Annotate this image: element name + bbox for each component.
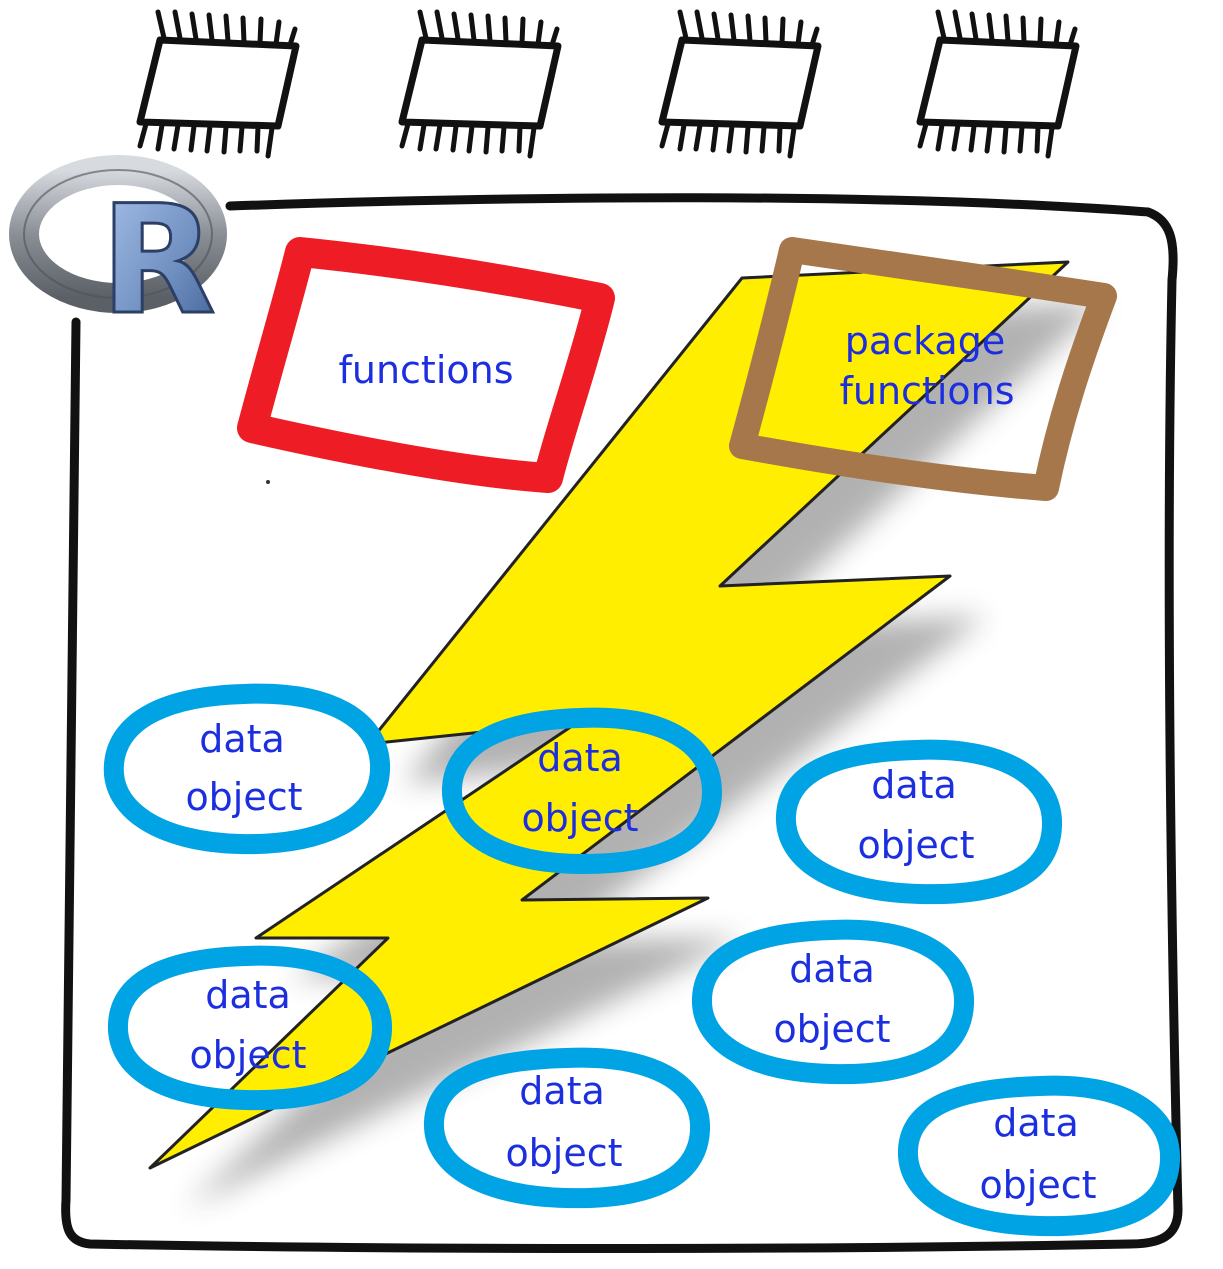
package-functions-box: package functions bbox=[729, 237, 1117, 501]
data-objects: data object data object data object data… bbox=[103, 683, 1180, 1237]
memory-chip-icon bbox=[916, 9, 1080, 159]
data-object-label: object bbox=[979, 1163, 1096, 1207]
r-logo: R bbox=[9, 155, 227, 350]
functions-label: functions bbox=[338, 348, 513, 392]
data-object-label: object bbox=[189, 1033, 306, 1077]
data-object-label: data bbox=[199, 717, 285, 761]
r-logo-letter: R bbox=[100, 174, 216, 348]
data-object: data object bbox=[898, 1075, 1180, 1237]
data-object-label: data bbox=[789, 947, 875, 991]
memory-chip-icon bbox=[658, 9, 822, 159]
data-object: data object bbox=[776, 739, 1062, 905]
data-object: data object bbox=[103, 683, 391, 855]
data-object-label: data bbox=[993, 1101, 1079, 1145]
data-object: data object bbox=[108, 945, 392, 1111]
data-object-label: data bbox=[537, 736, 623, 780]
data-object: data object bbox=[424, 1047, 710, 1209]
data-object-label: object bbox=[185, 775, 302, 819]
memory-chip-icon bbox=[398, 9, 562, 159]
package-functions-label-line2: functions bbox=[839, 369, 1014, 413]
workspace-frame bbox=[61, 193, 1183, 1253]
data-object-label: data bbox=[519, 1069, 605, 1113]
memory-chip-icon bbox=[136, 9, 300, 159]
package-functions-label-line1: package bbox=[845, 319, 1005, 363]
data-object-label: object bbox=[857, 823, 974, 867]
stray-dot bbox=[266, 480, 270, 484]
data-object: data object bbox=[692, 919, 974, 1085]
data-object-label: data bbox=[205, 973, 291, 1017]
data-object-label: data bbox=[871, 763, 957, 807]
data-object: data object bbox=[442, 707, 723, 875]
memory-chips bbox=[136, 9, 1080, 159]
data-object-label: object bbox=[505, 1131, 622, 1175]
data-object-label: object bbox=[521, 796, 638, 840]
functions-box: functions bbox=[237, 237, 615, 493]
data-object-label: object bbox=[773, 1007, 890, 1051]
